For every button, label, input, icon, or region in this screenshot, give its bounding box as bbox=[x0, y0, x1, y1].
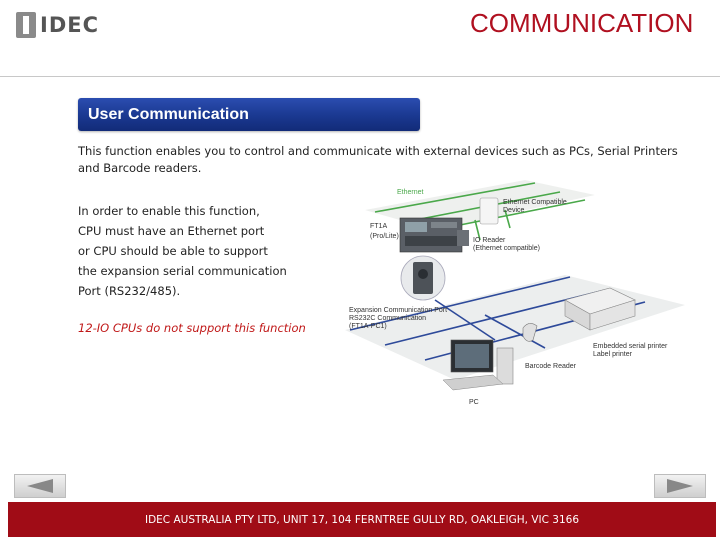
label-cpu-1: FT1A bbox=[370, 223, 387, 230]
requirement-line: Port (RS232/485). bbox=[78, 284, 181, 298]
requirement-line: CPU must have an Ethernet port bbox=[78, 224, 265, 238]
slide-title: COMMUNICATION bbox=[470, 8, 694, 38]
requirement-line: or CPU should be able to support bbox=[78, 244, 268, 258]
label-exp-port-1: Expansion Communication Port bbox=[349, 307, 447, 314]
requirement-line: In order to enable this function, bbox=[78, 204, 260, 218]
label-cpu-2: (Pro/Lite) bbox=[370, 233, 399, 240]
label-pc: PC bbox=[469, 399, 479, 406]
header-divider bbox=[0, 76, 720, 77]
intro-paragraph: This function enables you to control and… bbox=[78, 144, 678, 175]
io-reader-device bbox=[457, 230, 469, 246]
label-printer-2: Label printer bbox=[593, 351, 633, 358]
next-slide-button[interactable] bbox=[654, 474, 706, 498]
pc-device bbox=[442, 339, 514, 391]
ethernet-device bbox=[479, 197, 499, 225]
ft1a-cpu-device bbox=[399, 217, 463, 253]
label-exp-port-2: RS232C Communication bbox=[349, 315, 426, 322]
label-io-reader-2: (Ethernet compatible) bbox=[473, 245, 540, 252]
label-io-reader-1: IO Reader bbox=[473, 237, 506, 244]
limitation-note: 12-IO CPUs do not support this function bbox=[78, 321, 306, 335]
triangle-left-icon bbox=[27, 479, 53, 493]
idec-logo-mark bbox=[16, 12, 36, 38]
label-ethernet-device-1: Ethernet Compatible bbox=[503, 199, 567, 206]
previous-slide-button[interactable] bbox=[14, 474, 66, 498]
section-heading-bar: User Communication bbox=[78, 98, 420, 131]
logo-text: IDEC bbox=[40, 13, 100, 37]
barcode-reader-device bbox=[522, 323, 538, 342]
label-ethernet-device-2: Device bbox=[503, 207, 525, 214]
serial-printer-device bbox=[564, 287, 636, 331]
label-barcode: Barcode Reader bbox=[525, 363, 577, 370]
expansion-port-device bbox=[400, 255, 446, 301]
label-exp-port-3: (FT1A-PC1) bbox=[349, 323, 387, 330]
section-heading: User Communication bbox=[88, 105, 249, 123]
requirement-text: In order to enable this function, CPU mu… bbox=[78, 201, 308, 301]
requirement-line: the expansion serial communication bbox=[78, 264, 287, 278]
idec-logo: IDEC bbox=[16, 12, 99, 38]
footer-address: IDEC AUSTRALIA PTY LTD, UNIT 17, 104 FER… bbox=[144, 513, 579, 526]
label-ethernet: Ethernet bbox=[397, 189, 424, 196]
network-diagram: Ethernet FT1A (Pro/Lite) Ethernet Compat… bbox=[345, 180, 685, 406]
footer-bar: IDEC AUSTRALIA PTY LTD, UNIT 17, 104 FER… bbox=[8, 502, 716, 537]
triangle-right-icon bbox=[667, 479, 693, 493]
label-printer-1: Embedded serial printer bbox=[593, 343, 668, 350]
